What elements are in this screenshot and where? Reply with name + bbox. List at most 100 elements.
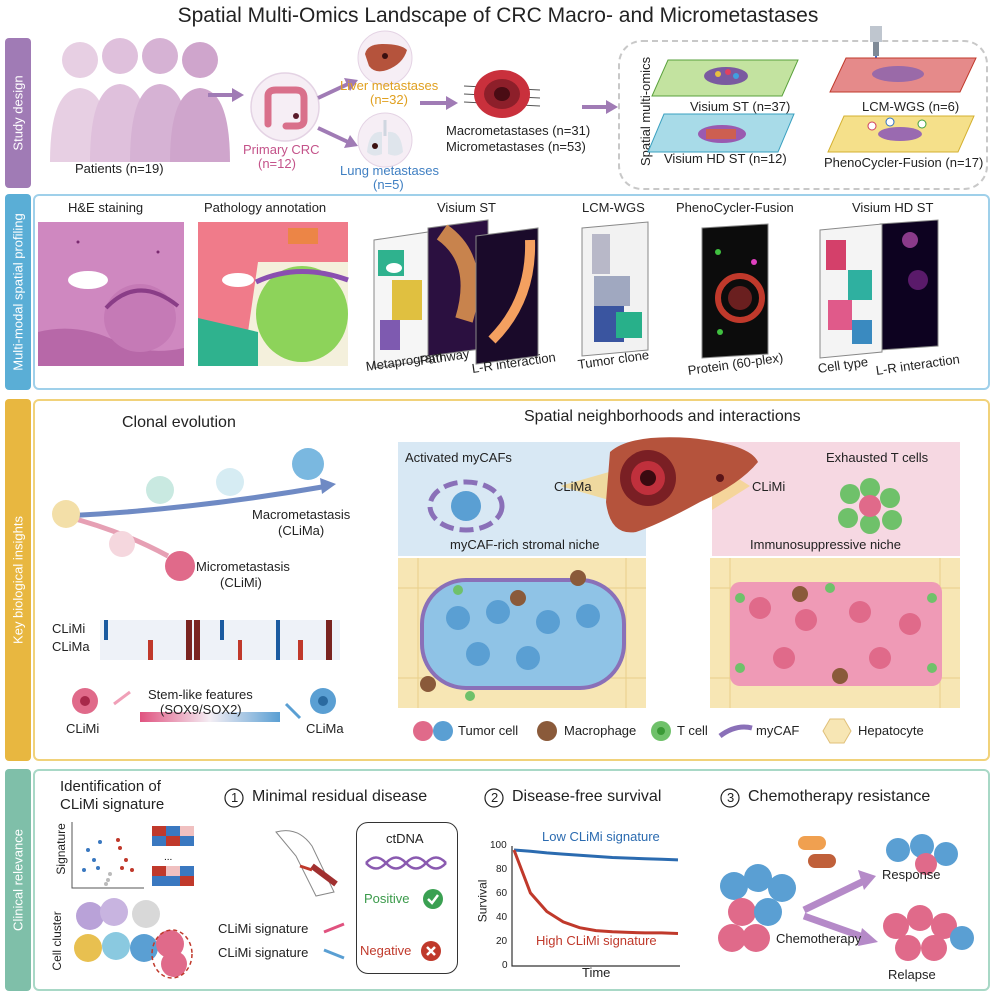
visium-st-label: Visium ST (n=37)	[690, 99, 791, 114]
ctdna-label: ctDNA	[386, 831, 424, 846]
legend-hepatocyte-icon	[822, 718, 852, 744]
clima-beam-label: CLiMa	[554, 479, 592, 494]
primary-crc-label: Primary CRC	[243, 142, 320, 157]
circled-number-3	[720, 788, 740, 808]
negative-label: Negative	[360, 943, 412, 958]
stem-like-gradient	[113, 690, 302, 722]
phenocycler-slide	[827, 115, 975, 153]
chemotherapy-label: Chemotherapy	[776, 931, 862, 946]
exhausted-cluster-graphic	[838, 478, 902, 534]
liver-metastases-label: Liver metastases	[340, 78, 439, 93]
chemo-graphic	[718, 834, 974, 961]
macrometastases-label: Macrometastases (n=31)	[446, 123, 591, 138]
clonal-evolution-title: Clonal evolution	[122, 414, 236, 431]
liver-center-graphic	[560, 437, 758, 533]
y-tick-40: 40	[496, 912, 508, 923]
y-axis-title: Survival	[475, 879, 490, 923]
profiling-label: Multi-modal spatial profiling	[5, 194, 31, 390]
climi-paren-label: (CLiMi)	[220, 575, 262, 590]
y-tick-80: 80	[496, 864, 508, 875]
mrd-title: Minimal residual disease	[252, 788, 428, 805]
immuno-niche-tissue	[710, 558, 960, 708]
number-3: 3	[727, 790, 735, 805]
visium-hd-label: Visium HD ST (n=12)	[664, 151, 787, 166]
lcm-wgs-title: LCM-WGS	[582, 200, 645, 215]
visium-st-images	[373, 219, 539, 369]
legend-tcell-label: T cell	[677, 723, 708, 738]
climi-beam-label: CLiMi	[752, 479, 786, 494]
lung-metastases-label: Lung metastases	[340, 163, 440, 178]
phenocycler-label: PhenoCycler-Fusion (n=17)	[824, 155, 984, 170]
heatmap-row-climi: CLiMi	[52, 621, 86, 636]
legend-hepatocyte-label: Hepatocyte	[858, 723, 924, 738]
mycaf-niche-label: myCAF-rich stromal niche	[450, 537, 600, 552]
clonal-evolution-graphic	[52, 448, 336, 581]
liver-metastases-count: (n=32)	[370, 92, 408, 107]
clima-cell	[310, 688, 336, 714]
number-1: 1	[231, 790, 239, 805]
circled-number-2	[484, 788, 504, 808]
he-staining-image	[38, 222, 184, 366]
lcm-wgs-label: LCM-WGS (n=6)	[862, 99, 960, 114]
check-icon	[423, 889, 443, 909]
spatial-title: Spatial neighborhoods and interactions	[524, 408, 801, 425]
y-tick-60: 60	[496, 888, 508, 899]
legend-tcell-icon	[651, 721, 671, 741]
dna-helix-icon	[365, 856, 447, 870]
x-axis-title: Time	[582, 965, 611, 980]
clima-bottom-label: CLiMa	[306, 721, 344, 736]
study-design-label: Study design	[5, 38, 31, 188]
y-tick-100: 100	[490, 840, 507, 851]
climi-bottom-label: CLiMi	[66, 721, 100, 736]
cell-cluster-graphic	[74, 898, 193, 979]
signature-heatmap: ...	[152, 826, 194, 886]
macrometastasis-label: Macrometastasis	[252, 507, 351, 522]
insights-panel	[33, 399, 990, 761]
heatmap	[100, 620, 340, 660]
ctdna-box	[356, 822, 458, 974]
survival-chart	[511, 846, 680, 967]
visium-hd-images	[819, 219, 939, 359]
patients-label: Patients (n=19)	[75, 161, 164, 176]
immuno-niche-label: Immunosuppressive niche	[750, 537, 902, 552]
legend-tumor-icons	[413, 721, 453, 741]
visium-hd-title: Visium HD ST	[852, 200, 934, 215]
y-tick-20: 20	[496, 936, 508, 947]
visium-hd-slide	[647, 113, 795, 153]
insights-label: Key biological insights	[5, 399, 31, 761]
mycaf-ring-graphic	[427, 479, 505, 533]
chemo-resistance-title: Chemotherapy resistance	[748, 788, 931, 805]
number-2: 2	[491, 790, 499, 805]
legend-mycaf-label: myCAF	[756, 723, 800, 738]
heatmap-row-clima: CLiMa	[52, 639, 90, 654]
clinical-label: Clinical relevance	[5, 769, 31, 991]
tissue-sections-icon	[463, 70, 541, 118]
blood-draw-graphic	[275, 830, 338, 897]
svg-text:...: ...	[164, 852, 172, 863]
clima-paren-label: (CLiMa)	[278, 523, 325, 538]
visium-st-slide	[651, 59, 799, 97]
identification-title-1: Identification of	[60, 778, 161, 795]
stem-like-label: Stem-like features	[148, 687, 253, 702]
relapse-label: Relapse	[888, 967, 936, 982]
low-signature-label: Low CLiMi signature	[542, 829, 660, 844]
phenocycler-image	[701, 223, 769, 359]
primary-crc-icon	[250, 72, 320, 142]
arrows-to-metastases	[317, 78, 358, 148]
he-staining-label: H&E staining	[68, 200, 144, 215]
pathology-annotation-image	[198, 222, 349, 366]
figure-title: Spatial Multi-Omics Landscape of CRC Mac…	[177, 4, 819, 27]
cross-icon	[421, 941, 441, 961]
arrow-to-omics	[582, 100, 618, 114]
liver-icon	[357, 30, 413, 86]
identification-title-2: CLiMi signature	[60, 796, 165, 813]
signature-axis-label: Signature	[53, 823, 68, 875]
positive-label: Positive	[364, 891, 410, 906]
mycaf-niche-box	[398, 442, 646, 556]
lcm-wgs-slide	[829, 26, 977, 93]
dfs-title: Disease-free survival	[512, 788, 662, 805]
legend-macrophage-icon	[537, 721, 557, 741]
circled-number-1	[224, 788, 244, 808]
spatial-multiomics-box	[618, 40, 988, 190]
legend-tumor-label: Tumor cell	[458, 723, 519, 738]
